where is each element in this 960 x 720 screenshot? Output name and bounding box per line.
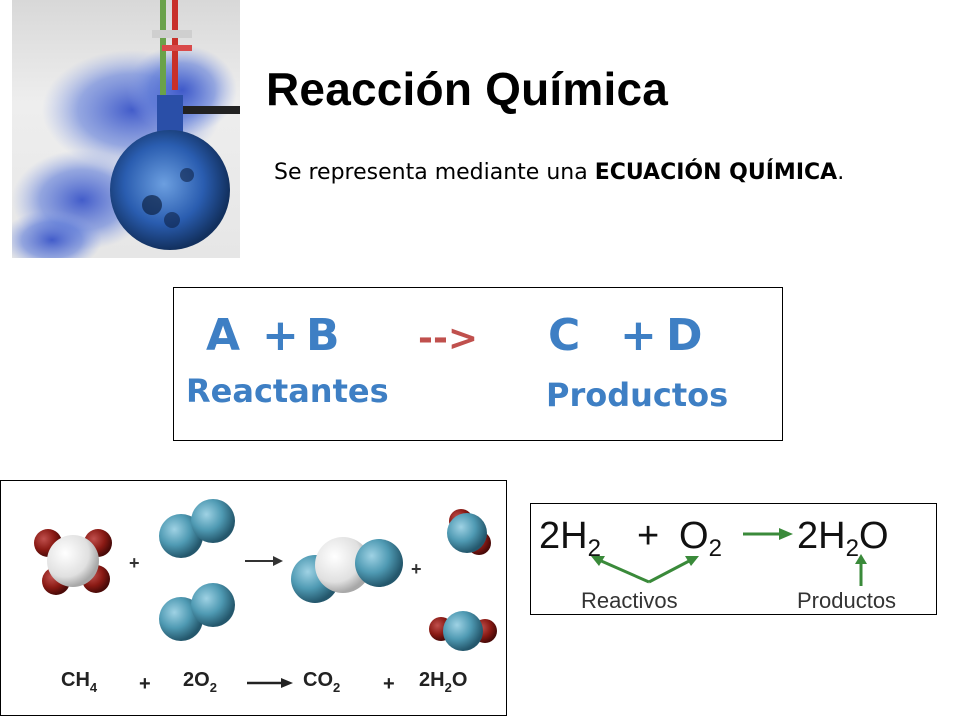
flask-illustration: [2, 0, 242, 270]
products-arrow: [855, 554, 867, 586]
green-reaction-arrow: [743, 528, 793, 540]
h2o-coeff: 2H: [419, 669, 445, 691]
carbon-dioxide-molecule: [291, 537, 403, 603]
molecule-plus-1: +: [129, 553, 140, 573]
reactives-label: Reactivos: [581, 588, 678, 613]
reaction-arrow: [245, 556, 283, 566]
generic-equation-box: A + B --> C + D Reactantes Productos: [173, 287, 783, 441]
subtitle-prefix: Se representa mediante una: [274, 160, 595, 185]
h2-sub: 2: [588, 535, 601, 562]
flask-photo: [2, 0, 242, 270]
h2o-sub: 2: [445, 680, 452, 695]
svg-text:CH4: CH4: [61, 669, 98, 695]
svg-text:CO2: CO2: [303, 669, 340, 695]
svg-text:2H2O: 2H2O: [419, 669, 467, 695]
plus-sign: +: [620, 310, 657, 361]
formula-arrow: [247, 678, 293, 688]
co2-main: CO: [303, 669, 333, 691]
subtitle-bold: ECUACIÓN QUÍMICA: [594, 160, 838, 185]
svg-text:2H2: 2H2: [539, 515, 601, 562]
formula-plus-1: +: [139, 673, 151, 695]
reactants-label: Reactantes: [186, 372, 389, 410]
water-plus: +: [637, 515, 659, 557]
ch4-main: CH: [61, 669, 90, 691]
product-c: C: [548, 310, 581, 361]
svg-text:2H2O: 2H2O: [797, 515, 889, 562]
molecule-equation-box: + +: [0, 480, 507, 716]
water-molecule-2: [429, 611, 497, 651]
o2-sub: 2: [210, 680, 217, 695]
subtitle-suffix: .: [837, 160, 845, 185]
o2-coeff: 2O: [183, 669, 210, 691]
formula-plus-2: +: [383, 673, 395, 695]
oxygen-molecule-2: [159, 583, 235, 641]
h2o-sub: 2: [846, 535, 859, 562]
h2o-tail: O: [452, 669, 468, 691]
water-equation-formula: 2H2 + O2 2H2O: [539, 515, 889, 562]
water-equation-box: 2H2 + O2 2H2O Reactivos Productos: [530, 503, 937, 615]
products-label: Productos: [546, 376, 729, 414]
o2-sub: 2: [709, 535, 722, 562]
water-equation-diagram: 2H2 + O2 2H2O Reactivos Productos: [539, 515, 896, 613]
svg-text:O2: O2: [679, 515, 722, 562]
reactant-a: A: [206, 310, 241, 361]
reactant-b: B: [306, 310, 340, 361]
molecule-plus-2: +: [411, 559, 422, 579]
oxygen-molecule-1: [159, 499, 235, 558]
methane-molecule: [34, 529, 112, 595]
products-label: Productos: [797, 588, 896, 613]
h2-coeff: 2H: [539, 515, 588, 557]
co2-sub: 2: [333, 680, 340, 695]
h2o-coeff: 2H: [797, 515, 846, 557]
reactives-arrows: [591, 556, 699, 584]
plus-sign: +: [262, 310, 299, 361]
svg-text:2O2: 2O2: [183, 669, 217, 695]
ch4-sub: 4: [90, 680, 98, 695]
o2-main: O: [679, 515, 709, 557]
molecule-diagram: + +: [34, 499, 497, 695]
water-molecule-1: [447, 509, 491, 555]
page-title: Reacción Química: [266, 63, 669, 115]
molecule-formula-row: CH4 + 2O2 CO2 + 2H2O: [61, 669, 467, 695]
reaction-arrow: -->: [418, 318, 479, 359]
subtitle: Se representa mediante una ECUACIÓN QUÍM…: [274, 160, 844, 185]
product-d: D: [666, 310, 703, 361]
h2o-tail: O: [859, 515, 889, 557]
